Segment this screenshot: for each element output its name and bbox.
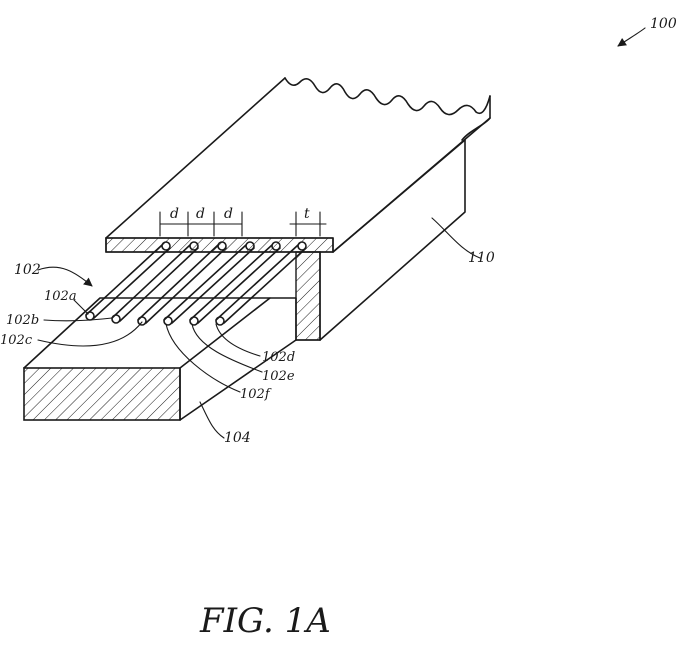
label-102a: 102a [44, 289, 77, 304]
label-t: t [304, 206, 310, 222]
label-102b: 102b [6, 313, 39, 328]
label-d-3: d [224, 206, 233, 222]
label-100: 100 [650, 16, 677, 32]
label-102: 102 [14, 262, 41, 278]
substrate-104 [23, 297, 297, 421]
label-d-1: d [170, 206, 179, 222]
layer-110 [105, 77, 491, 341]
figure-caption: FIG. 1A [199, 601, 331, 641]
dimension-marks [159, 211, 327, 237]
leaders [37, 217, 481, 439]
wire-array-102 [85, 241, 307, 326]
label-102e: 102e [262, 369, 295, 384]
labels: 100 110 102 102a 102b 102c 102d 102e 102… [0, 16, 677, 446]
label-104: 104 [224, 430, 251, 446]
label-102f: 102f [240, 387, 272, 402]
label-110: 110 [468, 250, 495, 266]
ref-100-leader [617, 27, 646, 47]
label-d-2: d [196, 206, 205, 222]
label-102d: 102d [262, 350, 295, 365]
label-102c: 102c [0, 333, 33, 348]
